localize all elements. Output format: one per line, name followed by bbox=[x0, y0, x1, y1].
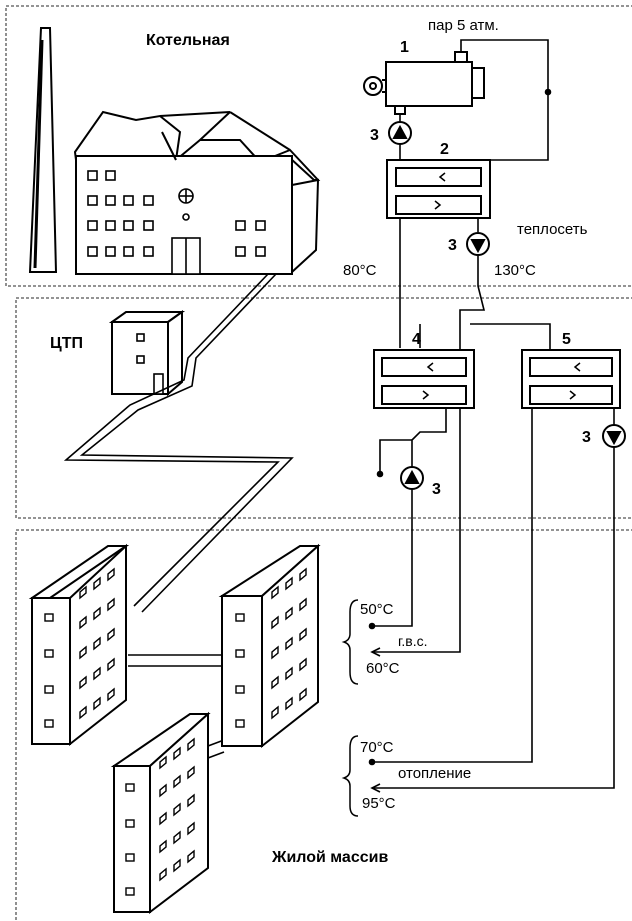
temp-hw-cold: 50°C bbox=[360, 601, 394, 618]
building-window bbox=[299, 597, 307, 612]
building-window bbox=[93, 696, 101, 711]
building-window bbox=[159, 755, 167, 770]
building-window bbox=[285, 576, 293, 591]
building-window bbox=[173, 830, 181, 845]
building-side-windows bbox=[79, 567, 307, 882]
heating-circuit bbox=[368, 408, 615, 793]
steam-line bbox=[460, 39, 552, 161]
steam-label: пар 5 атм. bbox=[428, 17, 499, 34]
building-window bbox=[107, 597, 115, 612]
ctp-building-icon bbox=[108, 310, 186, 397]
building-window bbox=[107, 657, 115, 672]
district-pipeline bbox=[63, 273, 294, 759]
building-window bbox=[159, 839, 167, 854]
heat-network-label: теплосеть bbox=[517, 221, 588, 238]
pump-number: 3 bbox=[370, 127, 379, 144]
consumer-braces bbox=[341, 599, 359, 817]
building-window bbox=[79, 675, 87, 690]
building-window bbox=[271, 615, 279, 630]
temp-supply-main: 130°C bbox=[494, 262, 536, 279]
heat-exchanger-4-icon bbox=[373, 349, 475, 409]
pump-number: 3 bbox=[432, 481, 441, 498]
pump-icon bbox=[400, 466, 424, 490]
exchanger-2-number: 2 bbox=[440, 141, 449, 158]
building-window bbox=[271, 645, 279, 660]
building-window bbox=[299, 657, 307, 672]
boiler-number: 1 bbox=[400, 39, 409, 56]
building-window bbox=[271, 675, 279, 690]
building-window bbox=[299, 567, 307, 582]
building-window bbox=[107, 687, 115, 702]
heat-exchanger-2-icon bbox=[386, 159, 491, 219]
hot-water-circuit bbox=[368, 408, 461, 657]
building-window bbox=[187, 849, 195, 864]
building-window bbox=[285, 636, 293, 651]
building-window bbox=[79, 645, 87, 660]
building-window bbox=[93, 606, 101, 621]
heating-label: отопление bbox=[398, 765, 471, 782]
exchanger-5-number: 5 bbox=[562, 331, 571, 348]
building-window bbox=[107, 567, 115, 582]
pump-icon bbox=[602, 424, 626, 448]
frame-boiler-house bbox=[5, 5, 632, 287]
building-window bbox=[187, 737, 195, 752]
building-window bbox=[285, 606, 293, 621]
pump-number: 3 bbox=[582, 429, 591, 446]
hot-water-label: г.в.с. bbox=[398, 633, 428, 649]
building-window bbox=[159, 811, 167, 826]
section-frames bbox=[5, 5, 632, 921]
building-window bbox=[79, 615, 87, 630]
pump-number: 3 bbox=[448, 237, 457, 254]
heat-exchanger-5-icon bbox=[521, 349, 621, 409]
building-window bbox=[159, 783, 167, 798]
section-title-residential: Жилой массив bbox=[271, 849, 388, 866]
building-window bbox=[107, 627, 115, 642]
temp-heating-return: 70°C bbox=[360, 739, 394, 756]
boiler-icon bbox=[363, 51, 485, 115]
temp-hw-hot: 60°C bbox=[366, 660, 400, 677]
building-window bbox=[271, 705, 279, 720]
section-title-boiler-house: Котельная bbox=[146, 32, 230, 49]
building-window bbox=[173, 746, 181, 761]
building-window bbox=[285, 696, 293, 711]
exchanger-4-number: 4 bbox=[412, 331, 421, 348]
building-window bbox=[93, 636, 101, 651]
building-window bbox=[187, 793, 195, 808]
building-window bbox=[79, 705, 87, 720]
building-window bbox=[299, 687, 307, 702]
building-window bbox=[93, 576, 101, 591]
building-window bbox=[285, 666, 293, 681]
chimney-icon bbox=[28, 27, 58, 273]
frame-residential bbox=[15, 529, 632, 921]
pump-icon bbox=[466, 232, 490, 256]
temp-heating-supply: 95°C bbox=[362, 795, 396, 812]
building-window bbox=[159, 867, 167, 882]
building-window bbox=[173, 802, 181, 817]
building-window bbox=[187, 821, 195, 836]
boiler-house-windows bbox=[87, 170, 266, 275]
building-window bbox=[271, 585, 279, 600]
building-window bbox=[299, 627, 307, 642]
heat-network-pipes bbox=[399, 218, 551, 350]
frame-ctp bbox=[15, 297, 632, 519]
building-window bbox=[93, 666, 101, 681]
temp-return-main: 80°C bbox=[343, 262, 377, 279]
section-title-ctp: ЦТП bbox=[50, 335, 83, 352]
building-window bbox=[173, 774, 181, 789]
pump-icon bbox=[388, 121, 412, 145]
building-window bbox=[79, 585, 87, 600]
building-window bbox=[173, 858, 181, 873]
building-window bbox=[187, 765, 195, 780]
